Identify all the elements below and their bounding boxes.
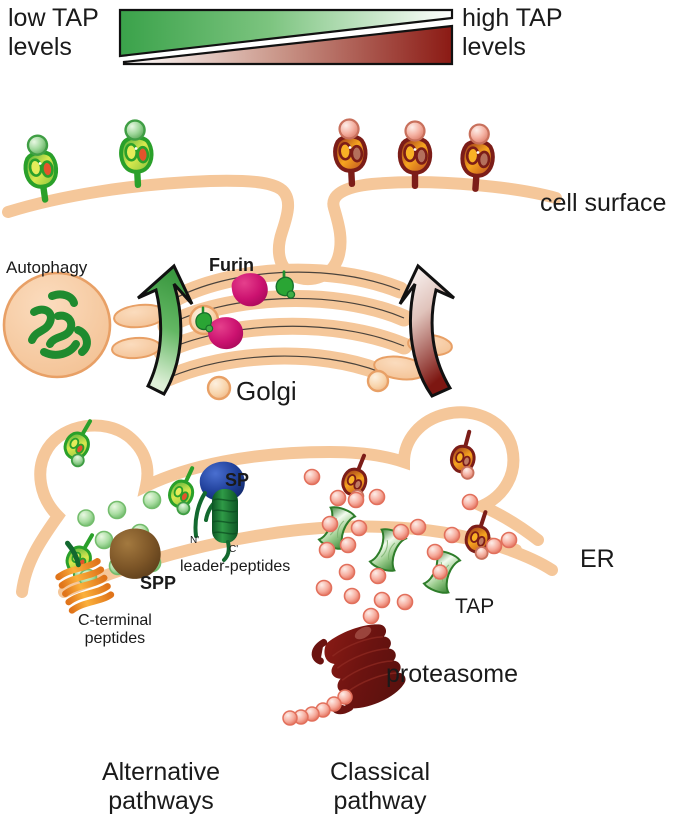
- red-peptide: [461, 493, 479, 511]
- red-peptide: [343, 587, 361, 605]
- tap-gradient-legend: [118, 8, 454, 66]
- red-peptide-pool: [303, 468, 518, 625]
- er-outer-membrane: [16, 406, 544, 598]
- golgi-cisterna-4-outline: [167, 355, 381, 379]
- classical-pathway-label: Classical pathway: [329, 758, 431, 815]
- c-terminal-tail: [65, 540, 81, 568]
- green-peptide: [94, 530, 114, 550]
- green-peptide: [142, 490, 162, 510]
- furin-blob-2: [208, 317, 244, 350]
- golgi-cisterna-3-outline: [161, 325, 405, 353]
- red-peptide: [432, 564, 448, 580]
- red-arrow-up: [398, 263, 455, 398]
- red-peptide: [392, 523, 410, 541]
- red-peptide: [443, 526, 461, 544]
- red-peptide: [315, 579, 333, 597]
- golgi-vesicle-1: [206, 375, 232, 401]
- leader-peptide-helix: [212, 489, 238, 562]
- cell-surface-label: cell surface: [540, 189, 667, 217]
- red-peptide: [409, 518, 427, 536]
- furin-label: Furin: [209, 255, 254, 275]
- red-peptide: [396, 593, 414, 611]
- golgi-vesicle-2: [366, 369, 390, 393]
- golgi-label: Golgi: [236, 376, 297, 406]
- red-peptide: [350, 519, 368, 537]
- red-peptide: [500, 531, 518, 549]
- sp-label: SP: [225, 470, 250, 490]
- red-peptide: [485, 537, 503, 555]
- green-peptide: [107, 500, 127, 520]
- er-mhc-red-2: [445, 425, 486, 482]
- red-peptide: [368, 488, 386, 506]
- red-peptide: [347, 491, 365, 509]
- alternative-pathway-arrow: [137, 263, 194, 396]
- golgi-stack: [111, 263, 453, 401]
- red-peptide: [321, 515, 339, 533]
- spp-label: SPP: [140, 573, 177, 593]
- red-peptide: [426, 543, 444, 561]
- proteasome-highlight: [354, 626, 372, 640]
- sp-blob: [199, 461, 245, 502]
- low-tap-green-wedge: [118, 8, 454, 58]
- autophagy-label: Autophagy: [6, 258, 88, 277]
- proteasome: [311, 624, 406, 715]
- c-terminus-label: C': [229, 544, 239, 555]
- red-peptide: [318, 541, 336, 559]
- high-tap-red-wedge: [122, 24, 454, 66]
- helix-barrel: [212, 489, 238, 543]
- proteasome-cap-top: [311, 638, 328, 665]
- high-tap-label: high TAP levels: [462, 4, 563, 61]
- red-peptide: [303, 468, 321, 486]
- proteasome-barrel: [324, 624, 406, 709]
- tap-label: TAP: [455, 595, 495, 618]
- surface-mhc-red-1: [333, 119, 367, 188]
- c-terminal-peptide-helix: [55, 540, 115, 614]
- er-label: ER: [580, 545, 615, 573]
- red-peptide: [338, 563, 356, 581]
- leader-peptides-label: leader-peptides: [180, 558, 291, 575]
- proteasome-rings: [332, 636, 398, 693]
- proteasome-label: proteasome: [386, 660, 519, 688]
- proteasome-substrate-chain: [282, 689, 353, 726]
- substrate-bead: [337, 689, 353, 705]
- classical-pathway-arrow: [398, 263, 455, 398]
- red-peptide: [329, 489, 347, 507]
- green-arrow-up: [137, 263, 194, 396]
- furin-blob-1: [231, 273, 268, 307]
- autophagosome-body: [2, 271, 112, 379]
- c-terminal-peptides-label: C-terminal peptides: [78, 612, 152, 648]
- sp-n-terminal-strand: [193, 491, 207, 538]
- red-peptide: [369, 567, 387, 585]
- n-terminus-label: N': [190, 535, 200, 546]
- red-peptide: [339, 536, 357, 554]
- red-peptide: [373, 591, 391, 609]
- green-peptide: [77, 509, 95, 527]
- spp-blob: [109, 528, 161, 579]
- surface-mhc-green-2: [119, 120, 153, 189]
- low-tap-label: low TAP levels: [8, 4, 99, 61]
- signal-peptide-complex: [193, 461, 245, 562]
- golgi-edge-vesicle-2: [111, 336, 161, 360]
- spp-enzyme: [109, 528, 161, 579]
- sp-c-terminal-strand: [222, 540, 231, 562]
- autophagy-cargo: [28, 290, 91, 359]
- alternative-pathways-label: Alternative pathways: [101, 758, 221, 815]
- golgi-cisterna-1-outline: [171, 271, 401, 301]
- red-peptide: [362, 607, 380, 625]
- autophagosome: [2, 271, 112, 379]
- substrate-bead: [282, 710, 298, 726]
